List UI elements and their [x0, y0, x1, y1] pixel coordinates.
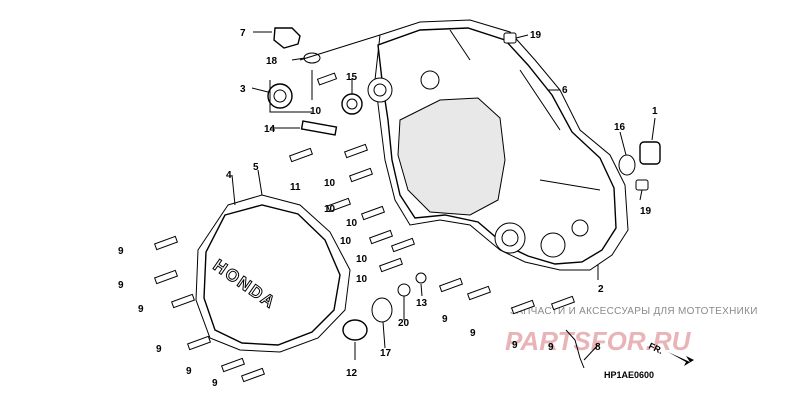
bolt [438, 277, 464, 293]
callout-10-g: 10 [356, 274, 368, 285]
dowel-19-right [635, 179, 649, 191]
bolt [240, 367, 266, 383]
callout-12: 12 [346, 368, 358, 379]
washer-13 [415, 272, 427, 284]
oil-seal-3-inner [273, 89, 287, 103]
bolt [390, 237, 416, 253]
bolt [510, 299, 536, 315]
callout-9-f: 9 [212, 378, 218, 389]
callout-1: 1 [652, 106, 658, 117]
bolt [316, 72, 338, 86]
callout-10-b: 10 [324, 178, 336, 189]
callout-6: 6 [562, 85, 568, 96]
dowel-14 [300, 120, 338, 136]
watermark: PARTSFOR.RU ЗАПЧАСТИ И АКСЕССУАРЫ ДЛЯ МО… [505, 306, 758, 356]
callout-14: 14 [264, 124, 276, 135]
boss-lower-hole [501, 229, 519, 247]
callout-4: 4 [226, 170, 232, 181]
bolt [186, 335, 212, 351]
dowel-19-top [503, 32, 517, 44]
callout-9-d: 9 [156, 344, 162, 355]
bolt [368, 229, 394, 245]
callout-20: 20 [398, 318, 410, 329]
seal-15-inner [346, 98, 358, 110]
boss-upper-hole [373, 83, 387, 97]
bolt [343, 143, 369, 159]
callout-10-bottom: 9 [470, 328, 476, 339]
boss-right [540, 232, 566, 258]
bolt [170, 293, 196, 309]
callout-5: 5 [253, 162, 259, 173]
callout-19-top: 19 [530, 30, 542, 41]
boss-mid [420, 70, 440, 90]
bolt [550, 295, 576, 311]
cover-opening [397, 97, 506, 216]
callout-9-a: 9 [118, 246, 124, 257]
bolt [153, 269, 179, 285]
callout-9-b: 9 [118, 280, 124, 291]
callout-18: 18 [266, 56, 278, 67]
bolt [348, 167, 374, 183]
callout-15: 15 [346, 72, 358, 83]
callout-2: 2 [598, 284, 604, 295]
cover-ribs [449, 29, 601, 191]
fr-arrow-icon [668, 352, 694, 366]
callout-9-i: 9 [548, 342, 554, 353]
callout-10-f: 10 [356, 254, 368, 265]
callout-17: 17 [380, 348, 392, 359]
callout-19-right: 19 [640, 206, 652, 217]
leader-lines [231, 31, 656, 361]
callout-3: 3 [240, 84, 246, 95]
callout-8: 8 [595, 342, 601, 353]
drawing-code: HP1AE0600 [604, 370, 654, 380]
callout-7: 7 [240, 28, 246, 39]
crankcase-cover [367, 19, 629, 271]
bolt [326, 197, 352, 213]
small-parts [267, 27, 661, 369]
callout-13: 13 [416, 298, 428, 309]
bolt [220, 357, 246, 373]
callout-16: 16 [614, 122, 626, 133]
callouts: 7 18 3 15 10 14 11 10 10 10 10 10 10 19 … [118, 28, 658, 389]
ring-16 [618, 154, 636, 176]
callout-10-d: 10 [346, 218, 358, 229]
watermark-tagline: ЗАПЧАСТИ И АКСЕССУАРЫ ДЛЯ МОТОТЕХНИКИ [510, 306, 758, 317]
bolt [153, 235, 179, 251]
callout-10-c: 10 [324, 204, 336, 215]
bolt [288, 147, 314, 163]
callout-9-g: 9 [442, 314, 448, 325]
callout-9-e: 9 [186, 366, 192, 377]
clutch-cover: HONDA [195, 194, 351, 353]
bushing-1 [639, 141, 661, 165]
bolt [378, 257, 404, 273]
callout-10-e: 10 [340, 236, 352, 247]
callout-9-h: 9 [512, 340, 518, 351]
clutch-cover-body [203, 204, 341, 346]
bolt [360, 205, 386, 221]
bolts [153, 72, 576, 383]
callout-10-a: 10 [310, 106, 322, 117]
bolt [466, 285, 492, 301]
plug-12 [342, 319, 368, 341]
hose-8 [565, 329, 585, 369]
watermark-logo: PARTSFOR.RU [505, 326, 692, 356]
o-ring-17 [371, 297, 393, 323]
boss-right-small [571, 219, 589, 237]
filler-cap-7 [273, 27, 301, 49]
callout-9-c: 9 [138, 304, 144, 315]
callout-11: 11 [290, 182, 301, 193]
washer-20 [397, 283, 411, 297]
